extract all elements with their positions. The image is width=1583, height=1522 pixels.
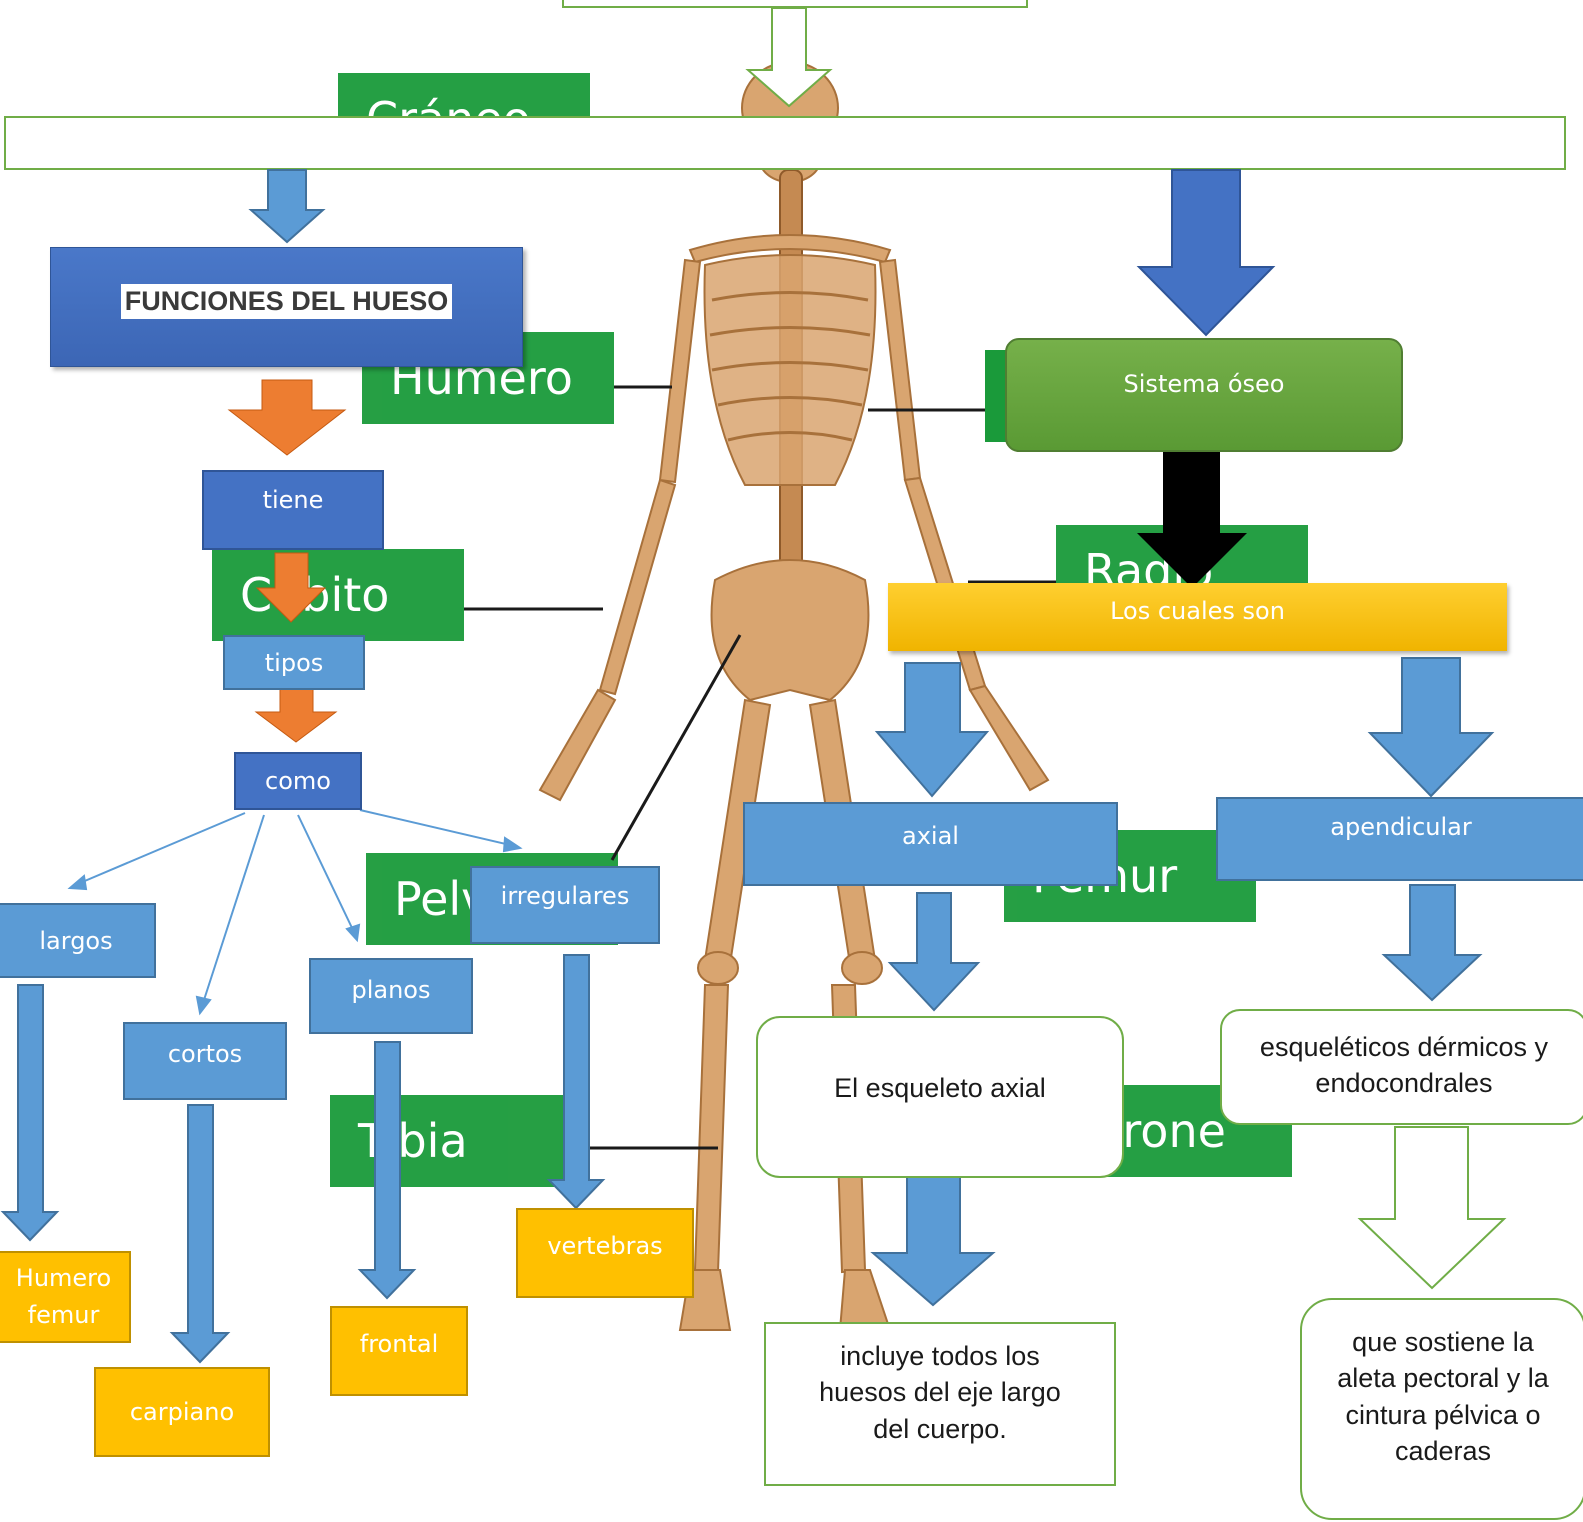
arrow-to-esqueleto-axial: [890, 893, 978, 1010]
largos-box: largos: [0, 903, 156, 978]
hollow-down-arrow-top: [748, 8, 830, 106]
largos-ejemplo-label: Humero femur: [0, 1260, 129, 1334]
arrow-to-apendicular: [1370, 658, 1492, 796]
sistema-oseo-label: Sistema óseo: [1124, 370, 1285, 398]
axial-desc-box: incluye todos los huesos del eje largo d…: [764, 1322, 1116, 1486]
arrow-to-sistema: [1139, 170, 1273, 335]
largos-ejemplo-box: Humero femur: [0, 1251, 131, 1343]
sistema-oseo-box: Sistema óseo: [1005, 338, 1403, 452]
arrow-to-axial-desc: [873, 1172, 993, 1305]
cortos-ejemplo-label: carpiano: [130, 1398, 234, 1426]
apendicular-label: apendicular: [1330, 813, 1471, 841]
apend-desc-label: que sostiene la aleta pectoral y la cint…: [1324, 1324, 1562, 1470]
irregulares-ejemplo-label: vertebras: [547, 1232, 662, 1260]
planos-ejemplo-box: frontal: [330, 1306, 468, 1396]
planos-box: planos: [309, 958, 473, 1034]
orange-arrow-1: [229, 380, 345, 455]
arrow-cortos: [172, 1105, 228, 1362]
tipos-label: tipos: [265, 649, 324, 677]
apend-desc-box: que sostiene la aleta pectoral y la cint…: [1300, 1298, 1583, 1520]
cortos-ejemplo-box: carpiano: [94, 1367, 270, 1457]
tiene-label: tiene: [263, 486, 324, 514]
axial-label: axial: [902, 822, 959, 850]
como-label: como: [265, 767, 331, 795]
como-box: como: [234, 752, 362, 810]
dermicos-box: esqueléticos dérmicos y endocondrales: [1220, 1009, 1583, 1125]
largos-label: largos: [39, 927, 112, 955]
cuales-label: Los cuales son: [1110, 597, 1285, 625]
dermicos-label: esqueléticos dérmicos y endocondrales: [1238, 1029, 1570, 1102]
black-arrow: [1137, 450, 1247, 588]
irregulares-ejemplo-box: vertebras: [516, 1208, 694, 1298]
funciones-box: FUNCIONES DEL HUESO: [50, 247, 523, 367]
apendicular-box: apendicular: [1216, 797, 1583, 881]
axial-desc-label: incluye todos los huesos del eje largo d…: [806, 1338, 1074, 1447]
cortos-label: cortos: [168, 1040, 242, 1068]
cortos-box: cortos: [123, 1022, 287, 1100]
orange-arrow-3: [256, 686, 336, 742]
esqueleto-axial-label: El esqueleto axial: [834, 1070, 1046, 1106]
funciones-title: FUNCIONES DEL HUESO: [121, 284, 453, 319]
arrow-largos: [3, 985, 57, 1240]
cuales-box: Los cuales son: [888, 583, 1507, 651]
tiene-box: tiene: [202, 470, 384, 550]
arrow-to-axial: [877, 663, 987, 796]
tipos-box: tipos: [223, 635, 365, 690]
arrow-to-funciones: [251, 170, 323, 242]
hollow-arrow-apend-desc: [1360, 1127, 1504, 1288]
irregulares-box: irregulares: [470, 866, 660, 944]
arrow-to-dermicos: [1384, 885, 1480, 1000]
orange-arrow-2: [257, 553, 325, 622]
planos-label: planos: [351, 976, 430, 1004]
esqueleto-axial-box: El esqueleto axial: [756, 1016, 1124, 1178]
arrow-irregulares: [549, 955, 603, 1208]
axial-box: axial: [743, 802, 1118, 886]
irregulares-label: irregulares: [501, 882, 630, 910]
planos-ejemplo-label: frontal: [360, 1330, 438, 1358]
arrow-planos: [360, 1042, 414, 1298]
